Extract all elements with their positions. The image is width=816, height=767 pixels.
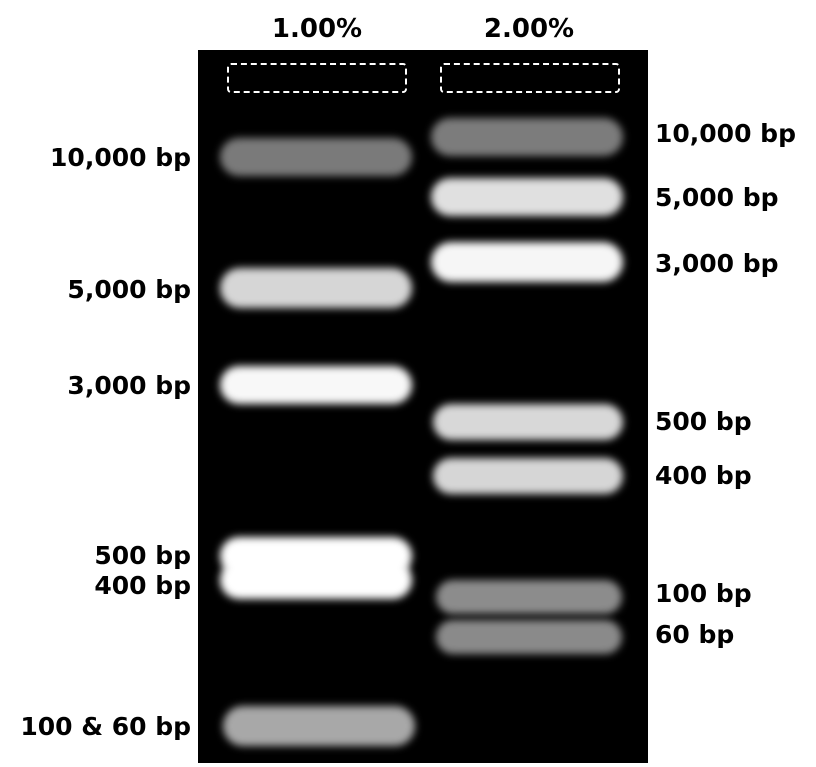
lane2-label-400bp: 400 bp xyxy=(655,461,752,490)
lane2-label-60bp: 60 bp xyxy=(655,620,735,649)
lane2-label-5000bp: 5,000 bp xyxy=(655,183,779,212)
band-lane1-10000bp xyxy=(220,138,412,176)
lane2-label-500bp: 500 bp xyxy=(655,407,752,436)
lane1-label-5000bp: 5,000 bp xyxy=(67,275,191,304)
band-lane1-5000bp xyxy=(220,268,412,308)
lane2-label-10000bp: 10,000 bp xyxy=(655,119,796,148)
gel-image xyxy=(198,50,648,763)
lane1-label-10000bp: 10,000 bp xyxy=(50,143,191,172)
band-lane1-400bp xyxy=(220,561,412,599)
band-lane2-100bp xyxy=(436,580,622,614)
band-lane2-500bp xyxy=(433,404,623,440)
lane2-label-100bp: 100 bp xyxy=(655,579,752,608)
lane-header-2: 2.00% xyxy=(483,14,575,44)
lane1-label-100-60bp: 100 & 60 bp xyxy=(20,712,191,741)
lane-header-1: 1.00% xyxy=(271,14,363,44)
band-lane2-3000bp xyxy=(431,242,623,282)
lane1-label-3000bp: 3,000 bp xyxy=(67,371,191,400)
band-lane2-400bp xyxy=(433,458,623,494)
lane2-label-3000bp: 3,000 bp xyxy=(655,249,779,278)
well-lane-2 xyxy=(440,63,620,93)
lane1-label-400bp: 400 bp xyxy=(94,571,191,600)
band-lane2-5000bp xyxy=(431,178,623,216)
band-lane1-3000bp xyxy=(220,366,412,404)
band-lane2-10000bp xyxy=(431,118,623,156)
lane1-label-500bp: 500 bp xyxy=(94,541,191,570)
well-lane-1 xyxy=(227,63,407,93)
band-lane2-60bp xyxy=(436,620,622,654)
band-lane1-100-60bp xyxy=(223,706,415,746)
